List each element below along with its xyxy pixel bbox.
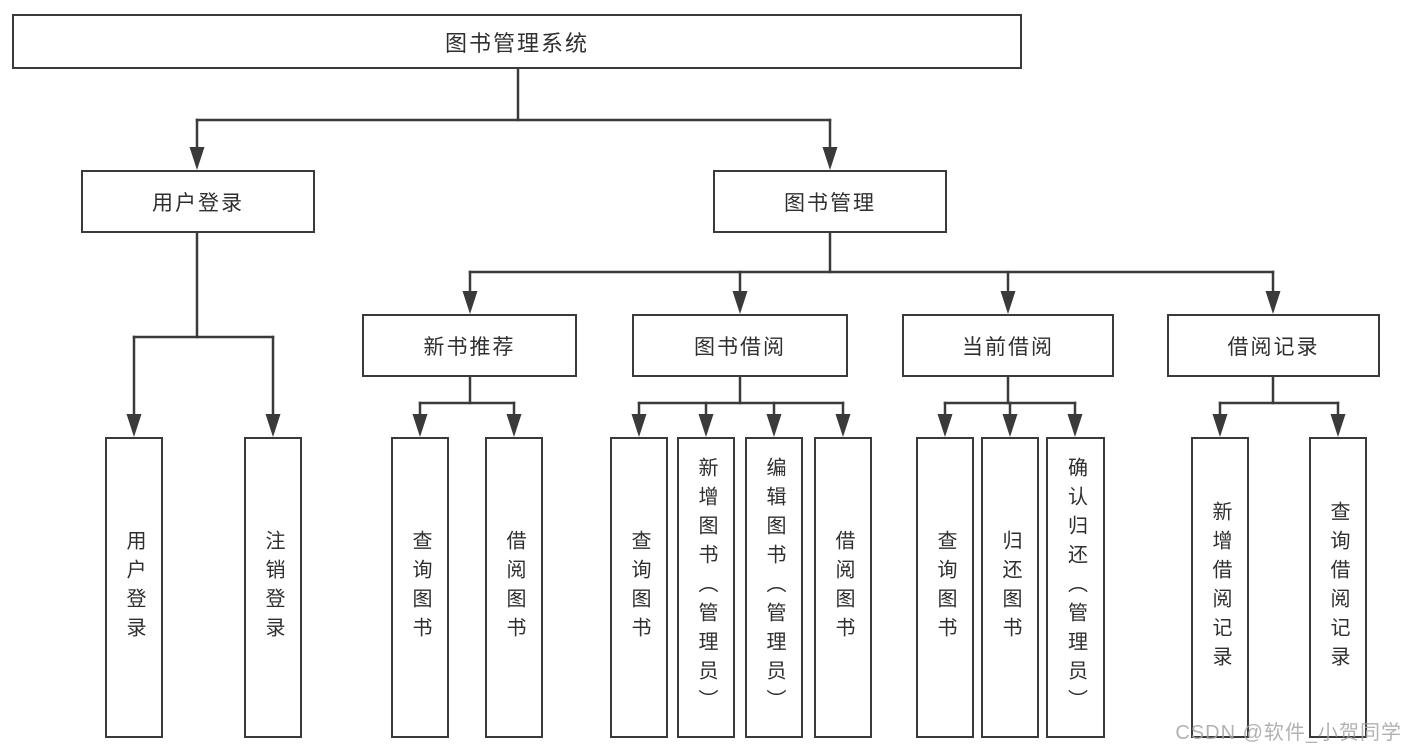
leaf-newbook-query-books: 查询图书 <box>391 437 449 738</box>
leaf-current-confirm-return-admin: 确认归还（管理员） <box>1046 437 1105 738</box>
arrow-down-icon <box>1067 414 1083 437</box>
arrow-down-icon <box>412 414 428 437</box>
connector-book-management-children <box>462 231 1281 314</box>
leaf-records-query-borrow-record: 查询借阅记录 <box>1309 437 1367 738</box>
arrow-down-icon <box>822 147 838 170</box>
node-user-login: 用户登录 <box>81 170 315 233</box>
leaf-records-add-borrow-record: 新增借阅记录 <box>1191 437 1249 738</box>
node-book-management: 图书管理 <box>713 170 947 233</box>
connector-new-book-children <box>412 375 522 437</box>
leaf-borrow-borrow-books: 借阅图书 <box>814 437 872 738</box>
arrow-down-icon <box>265 414 281 437</box>
arrow-down-icon <box>1000 291 1016 314</box>
node-borrowing-records: 借阅记录 <box>1167 314 1380 377</box>
node-library-management-system: 图书管理系统 <box>12 14 1022 69</box>
arrow-down-icon <box>766 414 782 437</box>
leaf-borrow-query-books: 查询图书 <box>610 437 668 738</box>
leaf-borrow-add-books-admin: 新增图书（管理员） <box>677 437 735 738</box>
arrow-down-icon <box>698 414 714 437</box>
connector-root-to-level2 <box>189 68 838 170</box>
arrow-down-icon <box>1002 414 1018 437</box>
arrow-down-icon <box>1330 414 1346 437</box>
connector-borrowing-records-children <box>1212 375 1346 437</box>
arrow-down-icon <box>937 414 953 437</box>
leaf-user-login: 用户登录 <box>105 437 163 738</box>
connector-book-borrowing-children <box>631 375 851 437</box>
leaf-logout: 注销登录 <box>244 437 302 738</box>
arrow-down-icon <box>835 414 851 437</box>
arrow-down-icon <box>1212 414 1228 437</box>
arrow-down-icon <box>189 147 205 170</box>
connector-current-borrowing-children <box>937 375 1083 437</box>
leaf-newbook-borrow-books: 借阅图书 <box>485 437 543 738</box>
node-current-borrowing: 当前借阅 <box>902 314 1114 377</box>
node-new-book-recommendation: 新书推荐 <box>362 314 577 377</box>
node-book-borrowing: 图书借阅 <box>632 314 848 377</box>
arrow-down-icon <box>506 414 522 437</box>
leaf-current-query-books: 查询图书 <box>916 437 974 738</box>
arrow-down-icon <box>732 291 748 314</box>
arrow-down-icon <box>631 414 647 437</box>
leaf-current-return-books: 归还图书 <box>981 437 1039 738</box>
arrow-down-icon <box>462 291 478 314</box>
arrow-down-icon <box>126 414 142 437</box>
leaf-borrow-edit-books-admin: 编辑图书（管理员） <box>745 437 803 738</box>
connector-user-login-children <box>126 231 281 437</box>
arrow-down-icon <box>1265 291 1281 314</box>
